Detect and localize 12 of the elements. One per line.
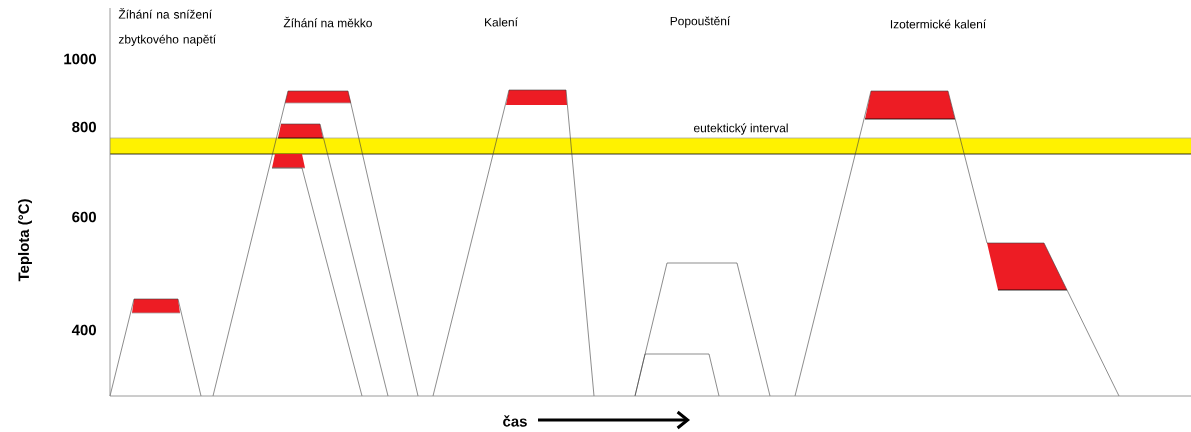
- process-title: Kalení: [485, 17, 518, 27]
- process-title: Izotermické kalení: [890, 19, 987, 29]
- tick-label: 600: [72, 211, 96, 223]
- axis-title: čas: [503, 415, 527, 427]
- band-label: eutektický interval: [694, 123, 788, 135]
- process-title: Žíhání na měkko: [283, 16, 372, 28]
- tick-label: 1000: [64, 53, 96, 65]
- tick-label: 800: [72, 121, 96, 133]
- process-title: Žíhání na snížení zbytkového napětí: [118, 8, 217, 46]
- tick-label: 400: [71, 324, 96, 336]
- axis-title: Teplota (°C): [18, 199, 32, 282]
- process-title: Popouštění: [670, 16, 731, 28]
